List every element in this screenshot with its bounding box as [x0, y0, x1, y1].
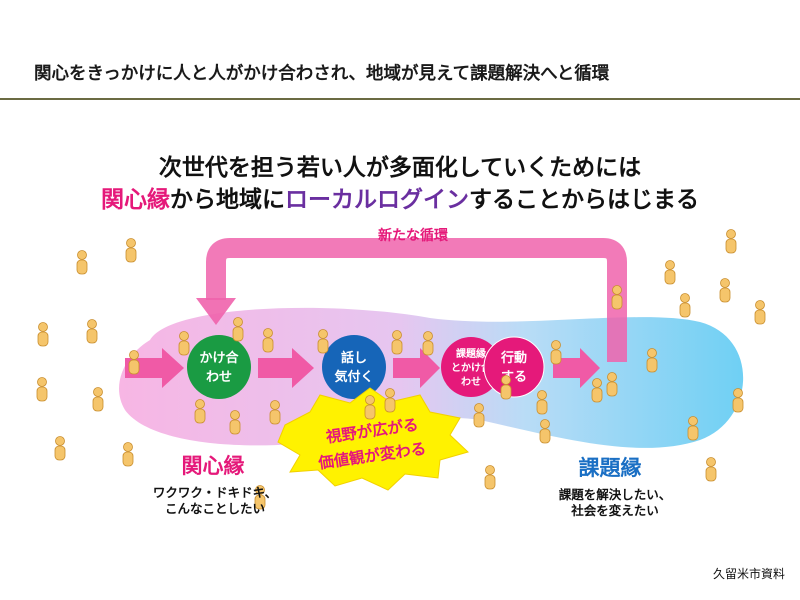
interest-description-line-1: ワクワク・ドキドキ、: [152, 485, 278, 500]
person-figure: [725, 229, 737, 254]
person-figure: [317, 329, 329, 354]
person-figure: [679, 293, 691, 318]
source-credit: 久留米市資料: [712, 567, 785, 581]
person-figure: [732, 388, 744, 413]
person-figure: [54, 436, 66, 461]
person-figure: [122, 442, 134, 467]
person-figure: [539, 419, 551, 444]
issue-description-line-2: 社会を変えたい: [571, 503, 659, 518]
person-figure: [229, 410, 241, 435]
step-match-line-2: わせ: [206, 370, 232, 385]
headline-keyword-kanshinen: 関心縁: [101, 187, 170, 213]
person-figure: [664, 260, 676, 285]
person-figure: [364, 395, 376, 420]
loop-arrow-head: [196, 298, 236, 325]
person-figure: [194, 399, 206, 424]
person-figure: [269, 400, 281, 425]
person-figure: [232, 317, 244, 342]
step-act-line-1: 行動: [500, 350, 527, 366]
header-divider: [0, 98, 800, 100]
person-figure: [646, 348, 658, 373]
person-figure: [606, 372, 618, 397]
flow-arrow-4: [553, 348, 600, 388]
flow-arrow-2: [258, 348, 314, 388]
step-issue-line-3: わせ: [461, 376, 481, 388]
person-figure: [705, 457, 717, 482]
person-figure: [473, 403, 485, 428]
header-title: 関心をきっかけに人と人がかけ合わされ、地域が見えて課題解決へと循環: [34, 64, 610, 84]
headline-text-end: することからはじまる: [469, 187, 699, 213]
flow-arrow-1: [125, 348, 184, 388]
step-issue-line-2: とかけ合: [451, 361, 492, 374]
person-figure: [687, 416, 699, 441]
person-figure: [384, 388, 396, 413]
person-figure: [536, 390, 548, 415]
person-figure: [128, 350, 140, 375]
person-figure: [754, 300, 766, 325]
step-issue-line-1: 課題縁: [456, 347, 486, 360]
issue-group-description: 課題を解決したい、 社会を変えたい: [515, 487, 715, 519]
person-figure: [484, 465, 496, 490]
loop-label: 新たな循環: [378, 227, 449, 244]
person-figure: [550, 340, 562, 365]
loop-arrow: [206, 238, 627, 362]
person-figure: [391, 330, 403, 355]
interest-group-title: 関心縁: [181, 454, 245, 478]
interest-group-description: ワクワク・ドキドキ、 こんなことしたい: [120, 485, 310, 517]
person-figure: [76, 250, 88, 275]
person-figure: [125, 238, 137, 263]
people-figures: [36, 229, 766, 510]
interest-description-line-2: こんなことしたい: [164, 501, 265, 516]
issue-description-line-1: 課題を解決したい、: [558, 487, 672, 502]
step-circle-act: [483, 336, 545, 398]
flow-arrow-3: [393, 348, 440, 388]
person-figure: [611, 285, 623, 310]
person-figure: [36, 377, 48, 402]
step-match-line-1: かけ合: [199, 350, 239, 366]
step-circle-issue-match: [441, 337, 501, 397]
person-figure: [254, 485, 266, 510]
person-figure: [500, 375, 512, 400]
person-figure: [86, 319, 98, 344]
person-figure: [262, 328, 274, 353]
step-talk-line-1: 話し: [341, 350, 367, 366]
headline-keyword-local-login: ローカルログイン: [285, 187, 469, 213]
headline-text-mid: から地域に: [170, 187, 285, 213]
burst-shape: [277, 387, 469, 491]
person-figure: [37, 322, 49, 347]
person-figure: [591, 378, 603, 403]
headline-line-1: 次世代を担う若い人が多面化していくためには: [158, 155, 642, 181]
step-circle-match: [187, 335, 251, 399]
person-figure: [178, 331, 190, 356]
issue-group-title: 課題縁: [578, 456, 642, 480]
person-figure: [92, 387, 104, 412]
person-figure: [422, 331, 434, 356]
headline-line-2: 関心縁から地域にローカルログインすることからはじまる: [0, 180, 800, 214]
step-circle-talk: [322, 335, 386, 399]
step-talk-line-2: 気付く: [334, 369, 373, 385]
person-figure: [719, 278, 731, 303]
